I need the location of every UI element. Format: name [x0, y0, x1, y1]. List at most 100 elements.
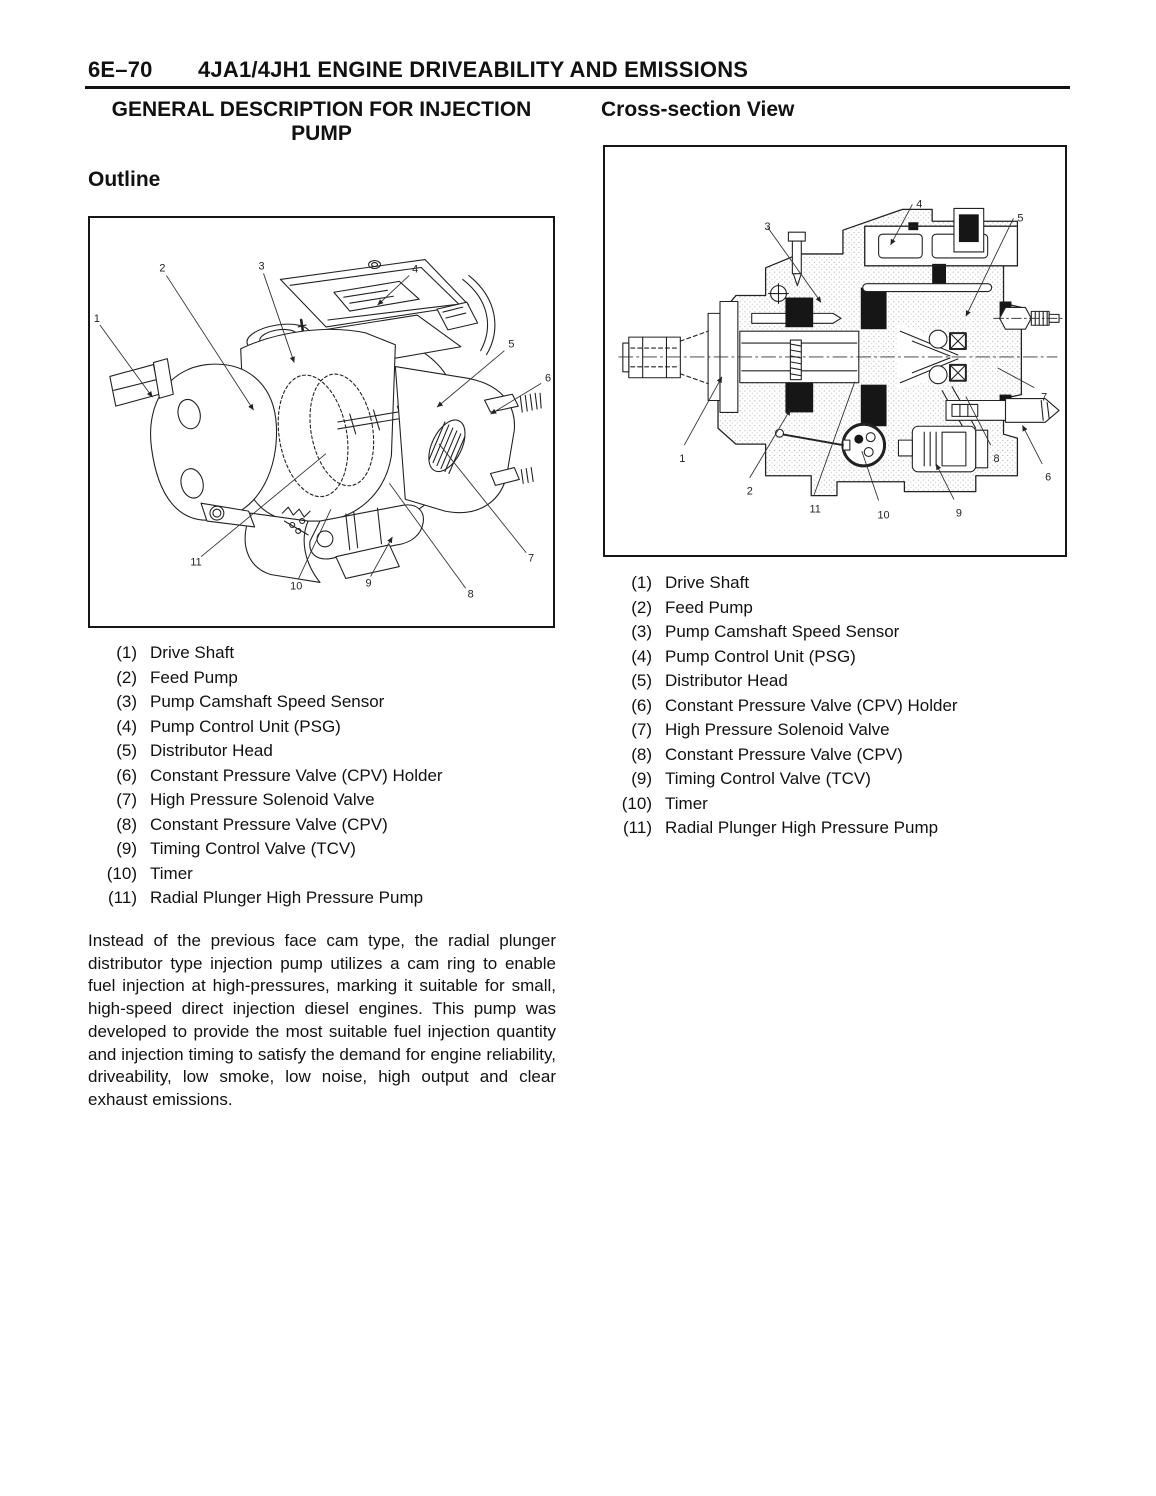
parts-list-item: (5) Distributor Head — [603, 669, 958, 694]
injection-pump-cross-section-art — [618, 207, 1064, 497]
injection-pump-outline-art — [109, 259, 542, 583]
callout-4: 4 — [412, 263, 418, 275]
outline-figure-box: 1 2 3 4 5 6 7 8 9 10 11 — [88, 216, 555, 628]
parts-list-item: (7) High Pressure Solenoid Valve — [88, 788, 443, 813]
item-label: Radial Plunger High Pressure Pump — [665, 818, 939, 837]
callout-1: 1 — [679, 453, 685, 465]
item-label: Timing Control Valve (TCV) — [150, 839, 356, 858]
parts-list-item: (2) Feed Pump — [603, 596, 958, 621]
callout-9: 9 — [366, 577, 372, 589]
parts-list-item: (9) Timing Control Valve (TCV) — [88, 837, 443, 862]
item-label: Timer — [665, 793, 708, 813]
item-number: (8) — [631, 744, 652, 764]
item-number: (1) — [116, 643, 137, 662]
item-label: Pump Control Unit (PSG) — [150, 716, 341, 736]
item-label: Constant Pressure Valve (CPV) — [665, 744, 903, 764]
cross-section-leader-lines — [683, 204, 1043, 501]
parts-list-item: (10) Timer — [603, 792, 958, 817]
callout-9: 9 — [956, 507, 962, 519]
section-title-line2: PUMP — [291, 122, 352, 145]
item-label: Distributor Head — [665, 671, 788, 690]
item-number: (6) — [631, 695, 652, 715]
parts-list-outline: (1) Drive Shaft (2) Feed Pump (3) Pump Cams… — [88, 641, 443, 911]
item-label: Feed Pump — [665, 597, 753, 617]
page-title: 4JA1/4JH1 ENGINE DRIVEABILITY AND EMISSI… — [198, 57, 749, 82]
description-paragraph: Instead of the previous face cam type, t… — [88, 931, 556, 1109]
outline-figure-drawing: 1 2 3 4 5 6 7 8 9 10 11 — [94, 259, 551, 601]
parts-list-item: (7) High Pressure Solenoid Valve — [603, 718, 958, 743]
item-label: Pump Camshaft Speed Sensor — [150, 692, 385, 711]
parts-list-item: (10) Timer — [88, 862, 443, 887]
parts-list-item: (9) Timing Control Valve (TCV) — [603, 767, 958, 792]
cross-section-figure-box: 1 2 3 4 5 6 7 8 9 10 11 — [603, 145, 1067, 557]
callout-3: 3 — [765, 221, 771, 233]
item-label: Distributor Head — [150, 741, 273, 760]
item-label: High Pressure Solenoid Valve — [665, 720, 890, 739]
parts-list-item: (2) Feed Pump — [88, 666, 443, 691]
item-number: (8) — [116, 814, 137, 834]
item-label: Constant Pressure Valve (CPV) — [150, 814, 388, 834]
parts-list-item: (6)Constant Pressure Valve (CPV) Holder — [88, 764, 443, 789]
item-number: (9) — [116, 839, 137, 858]
item-label: Constant Pressure Valve (CPV) Holder — [665, 695, 958, 715]
parts-list-item: (5) Distributor Head — [88, 739, 443, 764]
item-label: Pump Camshaft Speed Sensor — [665, 622, 900, 641]
item-number: (3) — [631, 622, 652, 641]
parts-list-item: (8) Constant Pressure Valve (CPV) — [88, 813, 443, 838]
item-number: (10) — [106, 863, 137, 883]
parts-list-item: (11) Radial Plunger High Pressure Pump — [603, 816, 958, 841]
outline-leader-lines — [99, 273, 542, 589]
item-label: Timing Control Valve (TCV) — [665, 769, 871, 788]
callout-6: 6 — [545, 372, 551, 384]
item-number: (1) — [631, 573, 652, 592]
callout-2: 2 — [747, 486, 753, 498]
item-number: (11) — [108, 888, 137, 907]
cross-section-figure-drawing: 1 2 3 4 5 6 7 8 9 10 11 — [618, 198, 1064, 521]
item-label: Timer — [150, 863, 193, 883]
parts-list-item: (6) Constant Pressure Valve (CPV) Holder — [603, 694, 958, 719]
callout-8: 8 — [468, 588, 474, 600]
parts-list-item: (8) Constant Pressure Valve (CPV) — [603, 743, 958, 768]
parts-list-item: (4)Pump Control Unit (PSG) — [88, 715, 443, 740]
item-number: (2) — [631, 597, 652, 617]
item-label: Feed Pump — [150, 667, 238, 687]
item-label: Constant Pressure Valve (CPV) Holder — [150, 765, 443, 785]
item-number: (10) — [621, 793, 652, 813]
parts-list-item: (1) Drive Shaft — [88, 641, 443, 666]
callout-5: 5 — [1017, 212, 1023, 224]
item-number: (5) — [116, 741, 137, 760]
subsection-title-outline: Outline — [88, 168, 161, 191]
parts-list-item: (3) Pump Camshaft Speed Sensor — [88, 690, 443, 715]
callout-4: 4 — [916, 198, 922, 210]
item-label: Drive Shaft — [150, 643, 235, 662]
callout-3: 3 — [258, 261, 264, 273]
item-number: (7) — [116, 790, 137, 809]
callout-2: 2 — [159, 262, 165, 274]
callout-8: 8 — [994, 453, 1000, 465]
page-code: 6E–70 — [88, 57, 153, 82]
callout-6: 6 — [1045, 472, 1051, 484]
section-title-cross-section: Cross-section View — [601, 98, 795, 121]
callout-10: 10 — [290, 580, 302, 592]
item-label: Pump Control Unit (PSG) — [665, 646, 856, 666]
outline-callout-labels: 1 2 3 4 5 6 7 8 9 10 11 — [94, 261, 551, 601]
callout-7: 7 — [1041, 392, 1047, 404]
item-label: High Pressure Solenoid Valve — [150, 790, 375, 809]
item-number: (2) — [116, 667, 137, 687]
item-number: (9) — [631, 769, 652, 788]
parts-list-item: (11) Radial Plunger High Pressure Pump — [88, 886, 443, 911]
section-title-line1: GENERAL DESCRIPTION FOR INJECTION — [111, 98, 532, 121]
parts-list-cross-section: (1) Drive Shaft (2) Feed Pump (3) Pump Cams… — [603, 571, 958, 841]
item-label: Radial Plunger High Pressure Pump — [150, 888, 424, 907]
item-number: (3) — [116, 692, 137, 711]
item-number: (7) — [631, 720, 652, 739]
parts-list-item: (4)Pump Control Unit (PSG) — [603, 645, 958, 670]
item-number: (5) — [631, 671, 652, 690]
parts-list-item: (1) Drive Shaft — [603, 571, 958, 596]
header-rule — [85, 86, 1070, 89]
parts-list-item: (3) Pump Camshaft Speed Sensor — [603, 620, 958, 645]
item-label: Drive Shaft — [665, 573, 750, 592]
section-title-general-description: GENERAL DESCRIPTION FOR INJECTION PUMP — [88, 98, 555, 146]
item-number: (11) — [623, 818, 652, 837]
